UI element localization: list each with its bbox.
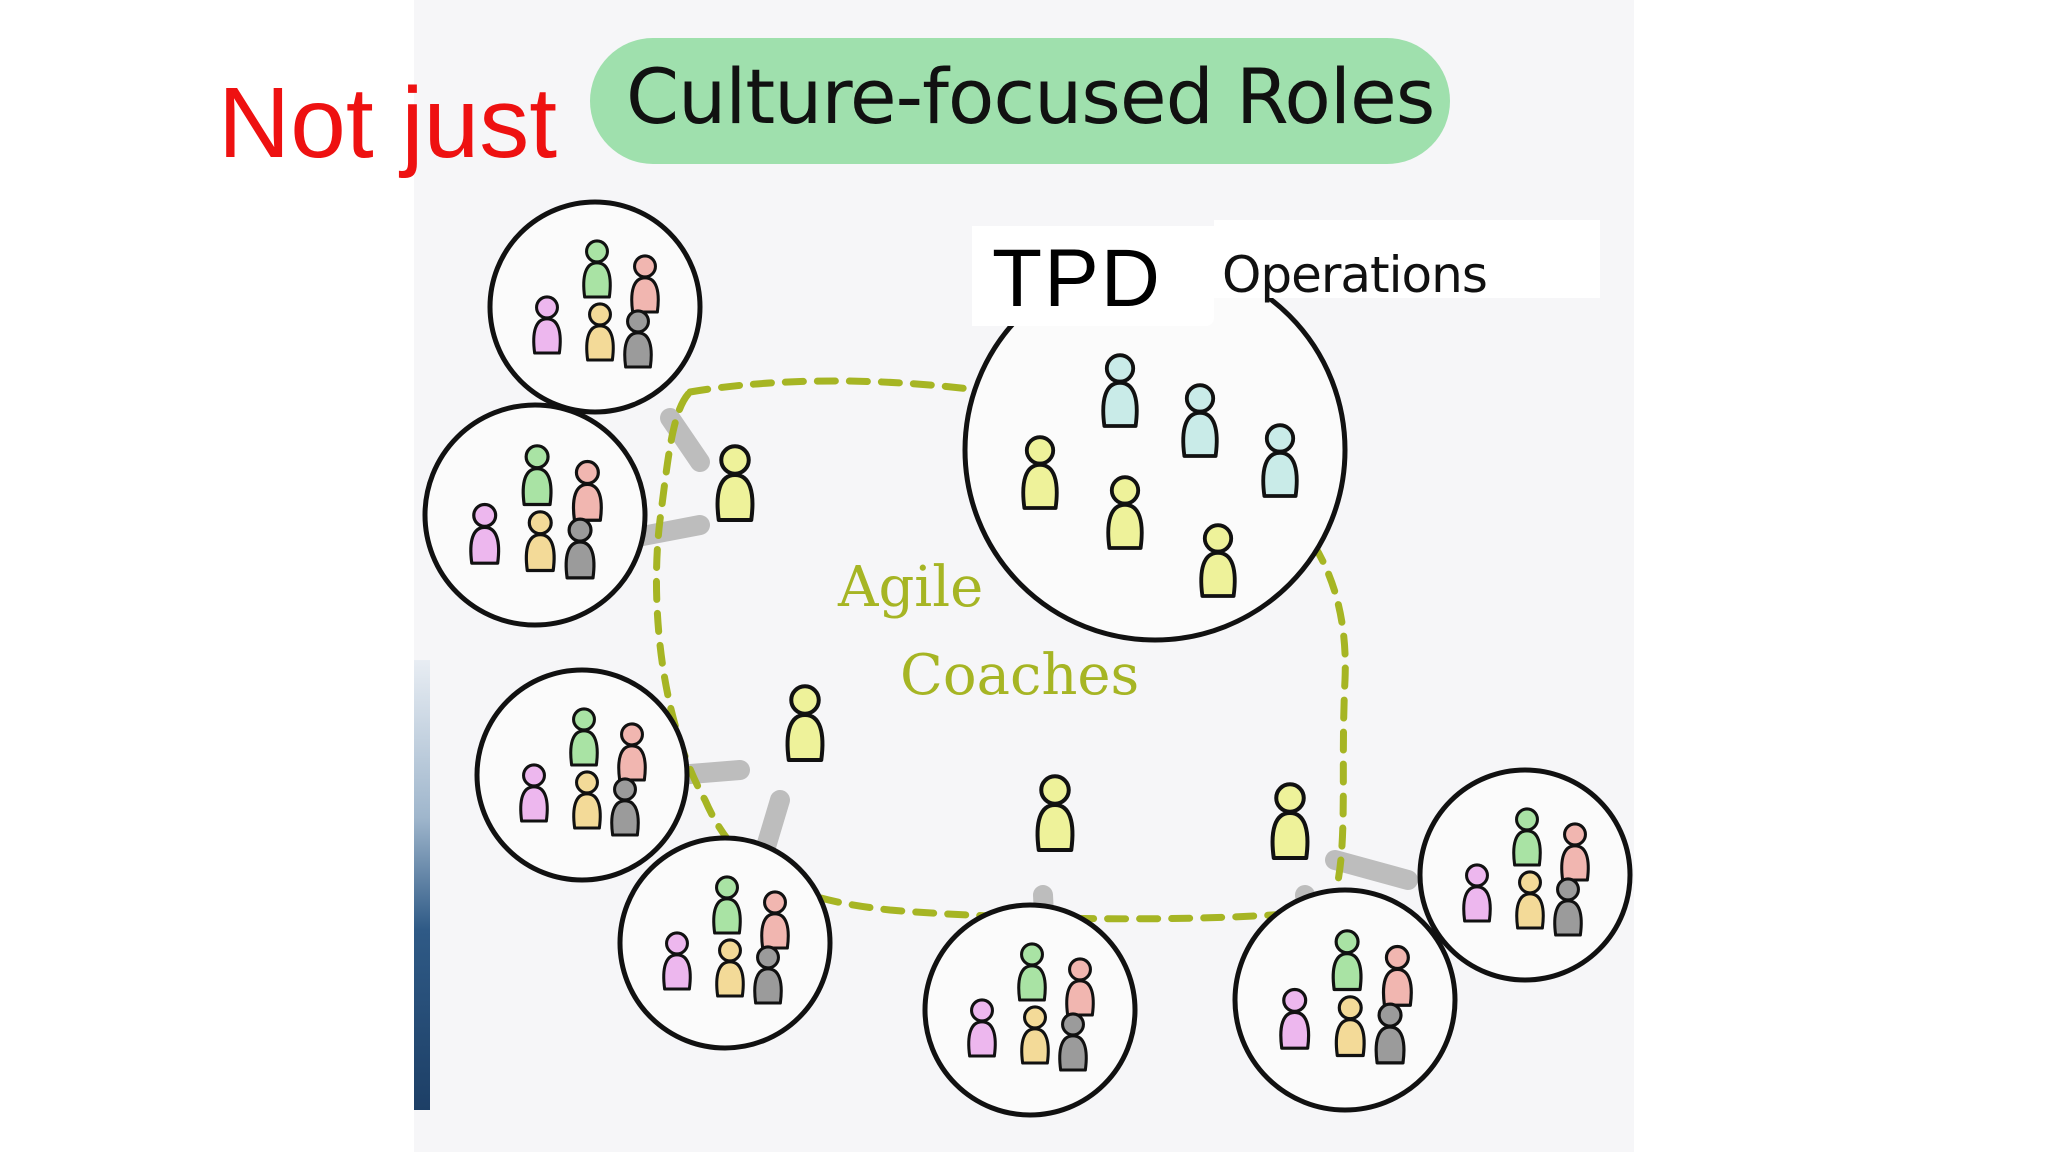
agile-coaches-loop bbox=[652, 377, 1349, 923]
operations-label: Operations bbox=[1222, 246, 1488, 304]
operations-member-icon bbox=[1106, 475, 1144, 550]
team-coach-connector bbox=[755, 790, 790, 860]
team-member-icon bbox=[1065, 957, 1095, 1017]
team-coach-connector bbox=[1325, 850, 1418, 890]
team-member-icon bbox=[610, 777, 640, 837]
team-member-icon bbox=[662, 931, 692, 991]
team-member-icon bbox=[715, 938, 745, 998]
team-member-icon bbox=[630, 254, 660, 314]
slide-title: Culture-focused Roles bbox=[626, 52, 1435, 141]
team-member-icon bbox=[532, 295, 562, 355]
team-member-icon bbox=[753, 945, 783, 1005]
team-member-icon bbox=[623, 309, 653, 369]
team-member-icon bbox=[1331, 929, 1363, 992]
tpd-label-box bbox=[972, 226, 1214, 326]
team-member-icon bbox=[572, 770, 602, 830]
agile-coach-icon bbox=[785, 684, 825, 762]
title-highlight bbox=[590, 38, 1450, 164]
operations-member-icon bbox=[1181, 383, 1219, 458]
team-member-icon bbox=[564, 517, 596, 580]
team-member-icon bbox=[1515, 870, 1545, 930]
team-member-icon bbox=[1017, 942, 1047, 1002]
team-member-icon bbox=[617, 722, 647, 782]
team-member-icon bbox=[582, 239, 612, 299]
team-member-icon bbox=[1334, 995, 1366, 1058]
agile-label: Agile bbox=[838, 555, 984, 620]
team-member-icon bbox=[1020, 1005, 1050, 1065]
coaches-label: Coaches bbox=[900, 643, 1140, 708]
team-member-icon bbox=[1381, 944, 1413, 1007]
agile-coach-icon bbox=[715, 444, 755, 522]
team-member-icon bbox=[712, 875, 742, 935]
team-member-icon bbox=[469, 502, 501, 565]
team-member-icon bbox=[1462, 863, 1492, 923]
photo-edge-strip bbox=[414, 660, 430, 1110]
team-member-icon bbox=[521, 444, 553, 507]
team-member-icon bbox=[1058, 1012, 1088, 1072]
tpd-label: TPD bbox=[992, 233, 1162, 324]
team-member-icon bbox=[569, 707, 599, 767]
team-member-icon bbox=[524, 510, 556, 573]
team-member-icon bbox=[519, 763, 549, 823]
team-member-icon bbox=[585, 302, 615, 362]
operations-member-icon bbox=[1261, 423, 1299, 498]
team-member-icon bbox=[760, 890, 790, 950]
team-member-icon bbox=[1553, 877, 1583, 937]
agile-coach-icon bbox=[1035, 774, 1075, 852]
team-member-icon bbox=[967, 998, 997, 1058]
team-member-icon bbox=[1512, 807, 1542, 867]
operations-label-box bbox=[1214, 220, 1600, 298]
operations-member-icon bbox=[1199, 523, 1237, 598]
team-member-icon bbox=[1279, 987, 1311, 1050]
agile-coach-icon bbox=[1270, 782, 1310, 860]
team-member-icon bbox=[1560, 822, 1590, 882]
team-member-icon bbox=[571, 459, 603, 522]
operations-member-icon bbox=[1021, 435, 1059, 510]
operations-member-icon bbox=[1101, 353, 1139, 428]
team-member-icon bbox=[1374, 1002, 1406, 1065]
people-layer bbox=[469, 239, 1590, 1072]
not-just-prefix: Not just bbox=[218, 67, 558, 179]
